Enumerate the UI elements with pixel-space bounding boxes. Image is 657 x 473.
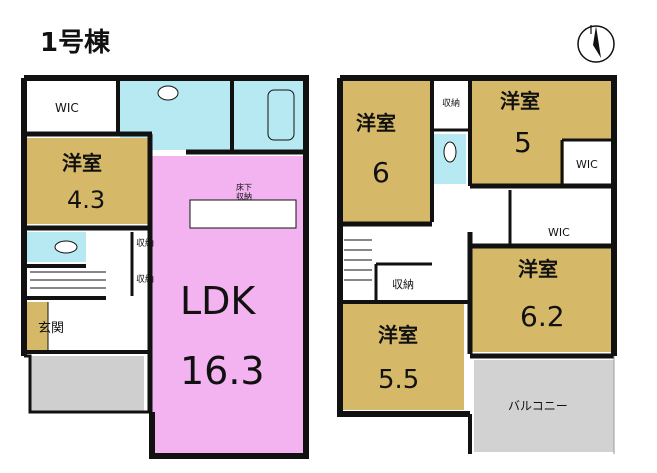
- wic-c-label: WIC: [548, 226, 570, 239]
- room-e-fill: [340, 304, 464, 410]
- storage-a-label: 収納: [136, 237, 154, 249]
- ldk-name: LDK: [180, 279, 256, 323]
- storage-under-floor-label: 床下収納: [236, 182, 252, 201]
- floor-1-plan: WIC 洋室 4.3 床下収納 収納 収納 玄関 LDK 16.3: [21, 75, 309, 459]
- room-b-size: 6: [372, 156, 390, 189]
- room-a-fill: [24, 138, 148, 224]
- room-a-size: 4.3: [67, 186, 105, 214]
- kitchen-counter: [189, 199, 297, 229]
- room-d-fill: [472, 248, 612, 352]
- room-b-fill: [340, 80, 432, 222]
- balcony-fill: [474, 360, 614, 452]
- north-arrow-icon: [577, 25, 615, 63]
- wic-room-1f: [24, 80, 118, 132]
- washbasin-icon: [157, 85, 179, 101]
- toilet-icon-2f: [443, 141, 457, 163]
- room-b-name: 洋室: [356, 111, 396, 135]
- room-d-name: 洋室: [518, 257, 558, 281]
- storage-b-label: 収納: [136, 273, 154, 285]
- wic-label-1f: WIC: [55, 101, 79, 115]
- wic-b-fill: [564, 140, 612, 184]
- floor-2-plan: 洋室 6 収納 洋室 5 WIC WIC 洋室 6.2 収納 洋室 5.5 バル…: [337, 75, 617, 454]
- bathtub-icon: [267, 89, 295, 141]
- wic-b-label: WIC: [576, 158, 598, 171]
- room-c-name: 洋室: [500, 89, 540, 113]
- building-title: 1号棟: [40, 28, 111, 58]
- storage-d-fill: [378, 266, 430, 300]
- wic-c-fill: [514, 192, 612, 244]
- room-a-name: 洋室: [62, 151, 102, 175]
- room-e-size: 5.5: [378, 365, 419, 395]
- ldk-size: 16.3: [180, 349, 265, 393]
- porch-fill: [30, 356, 144, 412]
- balcony-label: バルコニー: [508, 399, 568, 413]
- storage-c-label: 収納: [442, 97, 460, 109]
- toilet-icon-1f: [54, 240, 78, 254]
- entrance-fill: [24, 302, 48, 350]
- room-e-name: 洋室: [378, 323, 418, 347]
- room-c-size: 5: [514, 126, 532, 159]
- storage-d-label: 収納: [392, 278, 414, 291]
- room-d-size: 6.2: [520, 300, 565, 333]
- entrance-label: 玄関: [38, 321, 64, 336]
- storage-c-fill: [432, 80, 468, 128]
